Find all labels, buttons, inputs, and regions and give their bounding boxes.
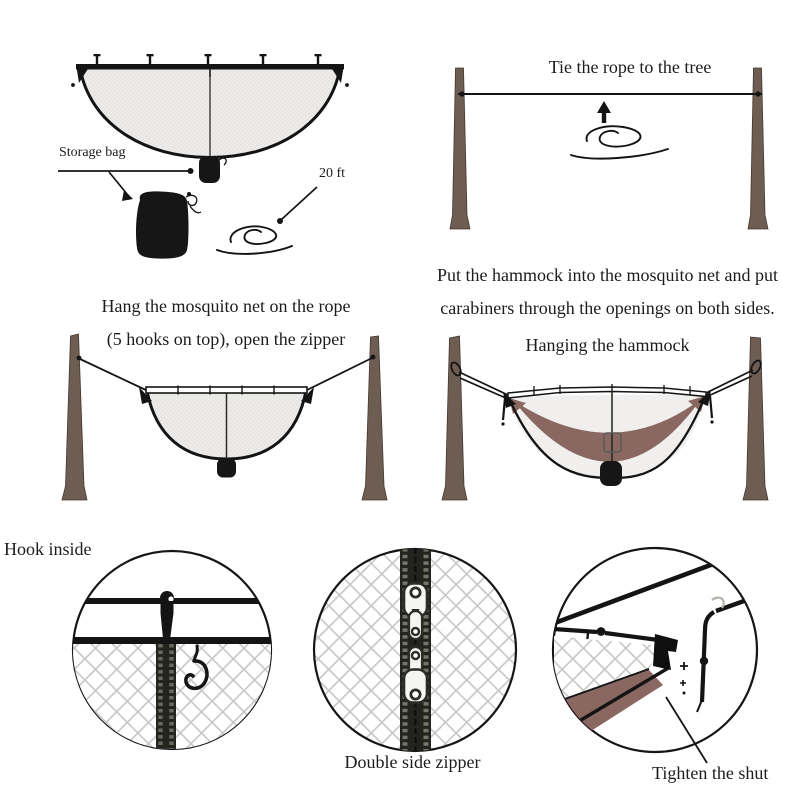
net-pouch [199,156,220,183]
step-hang-net-title-line2: (5 hooks on top), open the zipper [106,329,346,349]
hang-hammock-illustration [441,335,769,501]
tree-post [361,335,388,501]
arrow-up-icon [597,101,611,123]
top-hook-icon [160,591,174,644]
tighten-the-shut-label: Tighten the shut [652,763,769,783]
net-top-bar [145,386,308,394]
detail-circle-hook-inside [71,549,273,751]
pointer-line [665,696,708,764]
rope-coil-illustration [216,225,293,255]
cinch-strap [699,610,716,703]
carabiner-icon [750,359,762,375]
step-tie-rope-title: Tie the rope to the tree [548,57,712,77]
mesh-fabric [554,636,664,702]
carabiner-icon [450,361,462,377]
net-top-bar [73,637,271,644]
packed-net-illustration [71,54,349,183]
tree-post [449,67,471,230]
storage-bag-illustration [136,191,202,259]
step-hang-hammock-line1: Put the hammock into the mosquito net an… [437,265,778,285]
tree-post [747,67,769,230]
rope-length-callout [277,186,318,224]
hang-net-illustration [61,333,388,501]
s-hook-icon [184,644,209,691]
tree-post [441,335,468,501]
net-pouch [600,461,622,486]
hook-inside-label: Hook inside [4,539,92,559]
rope [553,557,725,627]
net-hooks [93,54,322,65]
storage-bag-label: Storage bag [59,145,126,160]
arrowhead-icon [122,190,133,201]
tree-post [742,336,769,501]
detail-circle-tighten-shut [551,546,759,764]
step-hang-hammock-line2: carabiners through the openings on both … [440,298,775,318]
net-pouch [217,458,236,478]
zipper-pull-lower [402,645,429,704]
rope-coil-icon [570,125,669,160]
tree-post [61,333,88,501]
step-hang-hammock-title: Hanging the hammock [525,335,690,355]
cinch-block [653,634,678,670]
hammock-fabric [513,399,701,462]
tie-rope-illustration [449,67,769,230]
double-side-zipper-label: Double side zipper [344,752,481,772]
net-top-bar [76,64,344,70]
step-hang-net-title-line1: Hang the mosquito net on the rope [101,296,351,316]
storage-bag-callout [58,168,194,201]
rope-length-label: 20 ft [319,166,346,181]
detail-circle-double-zipper [312,547,518,753]
zipper-pull-upper [402,582,429,641]
